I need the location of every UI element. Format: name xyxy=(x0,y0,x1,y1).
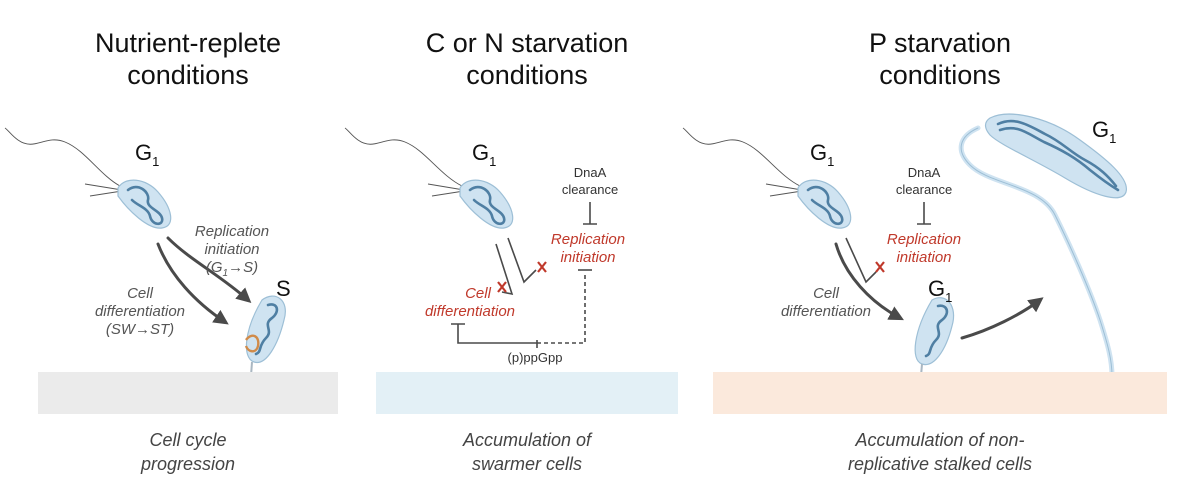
s-phase-label: S xyxy=(276,276,291,301)
panel3-title-line2: conditions xyxy=(879,60,1001,90)
replication-blocked-path xyxy=(845,237,877,284)
panel-nutrient-replete: Nutrient-replete conditions G1 Replicati… xyxy=(4,28,338,474)
svg-text:differentiation: differentiation xyxy=(425,303,515,320)
svg-text:initiation: initiation xyxy=(896,249,951,266)
replication-block-x xyxy=(537,261,547,273)
panel-p-starvation: P starvation conditions G1 DnaA clearanc… xyxy=(682,28,1167,474)
flagellum xyxy=(682,127,801,187)
pili xyxy=(427,183,465,197)
ppgpp-inhibits-replication xyxy=(537,272,586,344)
replication-initiation-label: Replication xyxy=(195,223,269,240)
svg-text:clearance: clearance xyxy=(896,182,952,197)
dnaa-clearance-label: DnaA xyxy=(908,165,941,180)
svg-text:clearance: clearance xyxy=(562,182,618,197)
flagellum xyxy=(4,127,121,187)
replication-initiation-label: Replication xyxy=(551,231,625,248)
cell-differentiation-label: Cell xyxy=(465,285,492,302)
flagellum xyxy=(344,127,463,187)
stalked-cell-g1 xyxy=(914,297,955,381)
swarmer-cell-g1 xyxy=(459,179,514,229)
panel1-title-line2: conditions xyxy=(127,60,249,90)
differentiation-arrow xyxy=(834,242,904,321)
svg-text:(SW→ST): (SW→ST) xyxy=(106,321,174,338)
pili xyxy=(765,183,803,197)
replicating-dna xyxy=(244,334,260,353)
panel2-caption-line1: Accumulation of xyxy=(462,430,593,450)
panel1-title-line1: Nutrient-replete xyxy=(95,28,281,58)
g1-label: G1 xyxy=(135,140,159,169)
g1-label: G1 xyxy=(472,140,496,169)
panel3-caption-line2: replicative stalked cells xyxy=(848,454,1032,474)
replication-blocked-path xyxy=(507,237,537,284)
stalk-elongation-arrow xyxy=(960,297,1044,340)
svg-text:initiation: initiation xyxy=(204,241,259,258)
replication-arrow xyxy=(166,236,252,303)
replication-block-x xyxy=(875,261,885,273)
surface-panel3 xyxy=(713,372,1167,414)
dnaa-clearance-label: DnaA xyxy=(574,165,607,180)
replication-initiation-label: Replication xyxy=(887,231,961,248)
cell-differentiation-label: Cell xyxy=(127,285,154,302)
g1-label: G1 xyxy=(928,276,952,305)
svg-text:differentiation: differentiation xyxy=(781,303,871,320)
panel2-title-line2: conditions xyxy=(466,60,588,90)
dnaa-inhibition xyxy=(917,202,931,225)
panel3-title-line1: P starvation xyxy=(869,28,1011,58)
differentiation-arrow xyxy=(156,242,229,325)
dnaa-inhibition xyxy=(583,202,597,225)
stalked-cell-s xyxy=(244,295,286,381)
svg-text:(G1→S): (G1→S) xyxy=(206,259,258,279)
g1-label: G1 xyxy=(1092,117,1116,146)
swarmer-cell-g1 xyxy=(117,179,172,229)
elongated-stalked-cell xyxy=(958,113,1127,381)
cell-differentiation-label: Cell xyxy=(813,285,840,302)
panel1-caption-line1: Cell cycle xyxy=(149,430,226,450)
differentiation-blocked-path xyxy=(495,243,514,296)
svg-text:differentiation: differentiation xyxy=(95,303,185,320)
panel2-title-line1: C or N starvation xyxy=(426,28,629,58)
g1-label: G1 xyxy=(810,140,834,169)
pili xyxy=(84,183,123,197)
surface-panel2 xyxy=(376,372,678,414)
ppgpp-inhibits-differentiation xyxy=(451,323,537,344)
panel3-caption-line1: Accumulation of non- xyxy=(854,430,1024,450)
swarmer-cell-g1 xyxy=(797,179,852,229)
panel2-caption-line2: swarmer cells xyxy=(472,454,582,474)
svg-text:initiation: initiation xyxy=(560,249,615,266)
surface-panel1 xyxy=(38,372,338,414)
differentiation-block-x xyxy=(497,281,507,293)
panel-cn-starvation: C or N starvation conditions G1 DnaA cle… xyxy=(344,28,678,474)
panel1-caption-line2: progression xyxy=(140,454,235,474)
ppgpp-label: (p)ppGpp xyxy=(508,350,563,365)
